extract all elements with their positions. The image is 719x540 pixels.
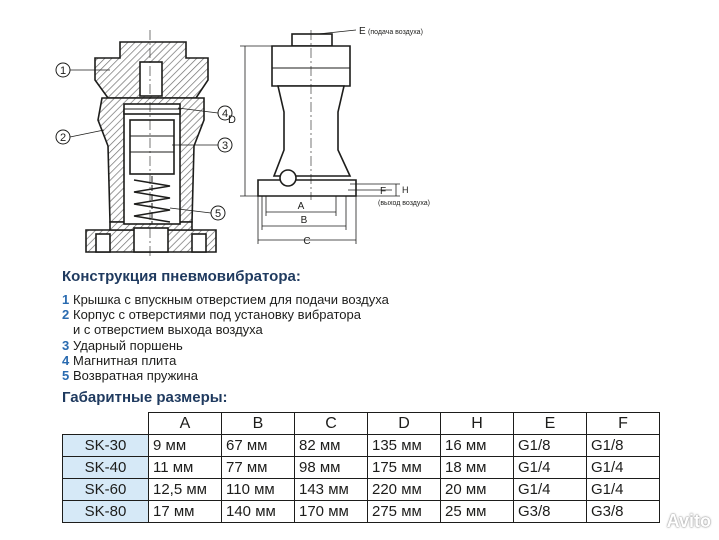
dimension-lines bbox=[240, 29, 400, 244]
dim-label-h: H bbox=[402, 185, 409, 195]
column-header: B bbox=[221, 412, 295, 435]
svg-text:3: 3 bbox=[222, 140, 228, 152]
exterior-base bbox=[257, 179, 357, 197]
callouts: 1 2 3 4 5 bbox=[55, 62, 233, 221]
table-cell: G3/8 bbox=[586, 500, 660, 523]
exterior-mount-hole bbox=[279, 169, 297, 187]
construction-heading: Конструкция пневмовибратора: bbox=[62, 268, 301, 285]
callout-4: 4 bbox=[177, 105, 233, 121]
cap-inlet-bore bbox=[139, 61, 163, 97]
table-row: SK-30 9 мм 67 мм 82 мм 135 мм 16 мм G1/8… bbox=[62, 434, 660, 457]
table-cell: G1/8 bbox=[513, 434, 587, 457]
callout-3: 3 bbox=[172, 137, 233, 153]
callout-2: 2 bbox=[55, 129, 105, 145]
table-cell: 16 мм bbox=[440, 434, 514, 457]
technical-drawings: 1 2 3 4 5 bbox=[55, 26, 430, 258]
table-cell: 275 мм bbox=[367, 500, 441, 523]
dim-label-e: E bbox=[359, 26, 366, 37]
dim-label-d: D bbox=[228, 114, 236, 126]
dimensions-heading: Габаритные размеры: bbox=[62, 389, 228, 406]
callout-1: 1 bbox=[55, 62, 110, 78]
callout-5: 5 bbox=[169, 205, 226, 221]
table-cell: 77 мм bbox=[221, 456, 295, 479]
dimensions-table: A B C D H E F SK-30 9 мм 67 мм 82 мм 135… bbox=[62, 412, 660, 523]
dim-label-a: A bbox=[298, 201, 305, 212]
column-header: F bbox=[586, 412, 660, 435]
column-header: D bbox=[367, 412, 441, 435]
dimension-labels: E (подача воздуха) D A B C F H (выход во… bbox=[228, 26, 430, 247]
table-cell: 143 мм bbox=[294, 478, 368, 501]
table-cell: 170 мм bbox=[294, 500, 368, 523]
table-cell: 175 мм bbox=[367, 456, 441, 479]
column-header: H bbox=[440, 412, 514, 435]
table-cell: G1/8 bbox=[586, 434, 660, 457]
table-cell: G3/8 bbox=[513, 500, 587, 523]
exterior-view bbox=[257, 30, 357, 200]
svg-text:4: 4 bbox=[222, 108, 228, 120]
svg-text:1: 1 bbox=[60, 65, 66, 77]
dim-label-c: C bbox=[303, 236, 310, 247]
table-cell: 17 мм bbox=[148, 500, 222, 523]
dim-label-f: F bbox=[380, 186, 386, 197]
table-cell: G1/4 bbox=[586, 456, 660, 479]
sectional-view bbox=[85, 30, 217, 258]
table-cell: 82 мм bbox=[294, 434, 368, 457]
table-cell: G1/4 bbox=[513, 478, 587, 501]
table-cell: 140 мм bbox=[221, 500, 295, 523]
table-cell: 20 мм bbox=[440, 478, 514, 501]
table-row: SK-60 12,5 мм 110 мм 143 мм 220 мм 20 мм… bbox=[62, 478, 660, 501]
dim-note-e: (подача воздуха) bbox=[368, 29, 423, 36]
table-cell: 9 мм bbox=[148, 434, 222, 457]
table-row: SK-40 11 мм 77 мм 98 мм 175 мм 18 мм G1/… bbox=[62, 456, 660, 479]
list-item-continuation: и с отверстием выхода воздуха bbox=[73, 322, 263, 338]
table-header-row: A B C D H E F bbox=[62, 412, 660, 435]
table-cell: 110 мм bbox=[221, 478, 295, 501]
exterior-inlet-fitting bbox=[291, 33, 333, 47]
table-cell: 135 мм bbox=[367, 434, 441, 457]
table-cell: 18 мм bbox=[440, 456, 514, 479]
svg-text:2: 2 bbox=[60, 132, 66, 144]
return-spring bbox=[133, 179, 171, 223]
model-cell: SK-60 bbox=[62, 478, 149, 501]
table-cell: 25 мм bbox=[440, 500, 514, 523]
table-row: SK-80 17 мм 140 мм 170 мм 275 мм 25 мм G… bbox=[62, 500, 660, 523]
table-cell: 11 мм bbox=[148, 456, 222, 479]
table-cell: 220 мм bbox=[367, 478, 441, 501]
table-corner bbox=[62, 412, 149, 435]
column-header: E bbox=[513, 412, 587, 435]
avito-watermark: Avito bbox=[666, 511, 711, 531]
column-header: C bbox=[294, 412, 368, 435]
table-cell: 98 мм bbox=[294, 456, 368, 479]
table-cell: 67 мм bbox=[221, 434, 295, 457]
model-cell: SK-80 bbox=[62, 500, 149, 523]
column-header: A bbox=[148, 412, 222, 435]
impact-piston bbox=[129, 119, 175, 175]
model-cell: SK-30 bbox=[62, 434, 149, 457]
model-cell: SK-40 bbox=[62, 456, 149, 479]
exterior-body bbox=[272, 85, 352, 177]
table-cell: 12,5 мм bbox=[148, 478, 222, 501]
table-cell: G1/4 bbox=[513, 456, 587, 479]
dim-note-f: (выход воздуха) bbox=[378, 200, 430, 207]
table-cell: G1/4 bbox=[586, 478, 660, 501]
svg-text:5: 5 bbox=[215, 208, 221, 220]
dim-label-b: B bbox=[301, 215, 308, 226]
